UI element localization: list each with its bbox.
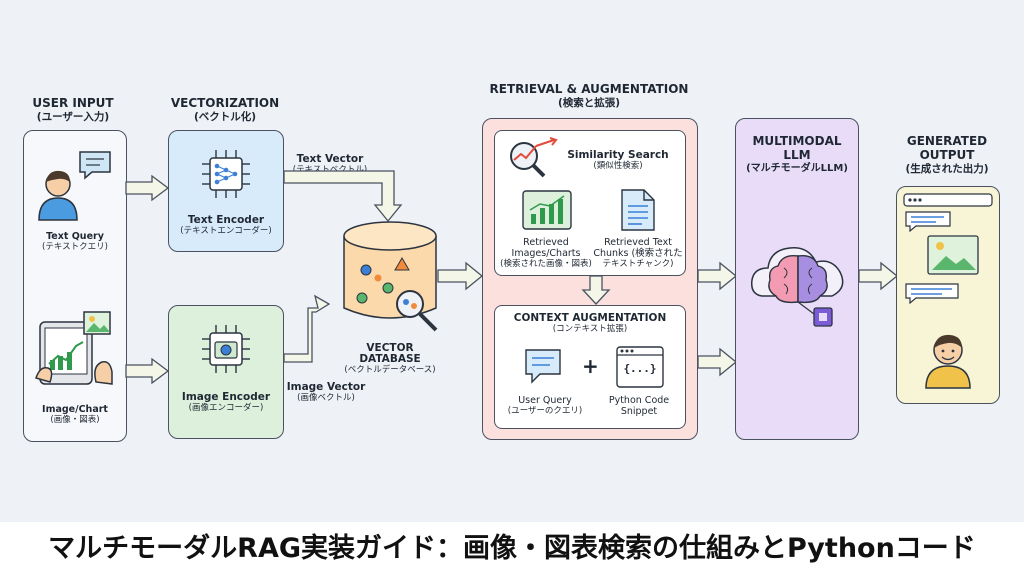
arrow-down-to-context <box>581 275 611 305</box>
assistant-avatar-icon <box>925 334 971 389</box>
retrieved-chart-icon <box>522 190 572 230</box>
vectorization-header: VECTORIZATION (ベクトル化) <box>160 96 290 124</box>
vector-database-label: VECTOR DATABASE (ベクトルデータベース) <box>330 343 450 376</box>
retrieval-title: RETRIEVAL & AUGMENTATION <box>489 82 689 96</box>
document-icon <box>621 189 655 231</box>
similarity-search-label: Similarity Search (類似性検索) <box>556 150 680 172</box>
plus-sign: + <box>582 354 599 378</box>
code-window-icon <box>616 346 664 388</box>
output-header: GENERATED OUTPUT (生成された出力) <box>888 134 1006 176</box>
arrow-db-to-retrieval <box>437 261 484 291</box>
text-query-title: Text Query <box>46 231 104 242</box>
retrieved-images-line1: Retrieved <box>523 237 569 248</box>
retrieved-text-line1: Retrieved Text <box>604 237 672 248</box>
vector-database-subtitle: (ベクトルデータベース) <box>344 365 436 375</box>
image-chart-title: Image/Chart <box>42 404 108 415</box>
image-encoder-label: Image Encoder (画像エンコーダー) <box>170 392 282 414</box>
image-encoder-title: Image Encoder <box>181 391 271 403</box>
arrow-retrieval-to-llm-bottom <box>697 347 738 377</box>
output-subtitle: (生成された出力) <box>905 163 989 175</box>
tablet-chart-icon <box>35 311 113 385</box>
user-query-label: User Query (ユーザーのクエリ) <box>500 395 590 417</box>
vector-database-icon <box>343 221 438 332</box>
neural-chip-icon <box>202 150 250 198</box>
user-query-subtitle: (ユーザーのクエリ) <box>507 406 583 416</box>
page-title: マルチモーダルRAG実装ガイド：画像・図表検索の仕組みとPythonコード <box>0 522 1024 576</box>
arrow-retrieval-to-llm-top <box>697 261 738 291</box>
llm-title-line1: MULTIMODAL <box>752 134 842 148</box>
retrieval-header: RETRIEVAL & AUGMENTATION (検索と拡張) <box>480 82 698 110</box>
retrieved-text-line2: Chunks (検索された <box>593 248 683 259</box>
vectorization-subtitle: (ベクトル化) <box>193 111 257 123</box>
retrieval-subtitle: (検索と拡張) <box>557 97 621 109</box>
similarity-search-subtitle: (類似性検索) <box>593 161 643 171</box>
chat-bubble-icon <box>79 151 111 180</box>
arrow-text-to-encoder <box>125 174 170 202</box>
text-query-label: Text Query (テキストクエリ) <box>26 231 124 253</box>
text-vector-label: Text Vector (テキストベクトル) <box>280 154 380 176</box>
output-chat-window-icon <box>903 193 993 305</box>
llm-title-line2: LLM <box>783 148 811 162</box>
output-title-line1: GENERATED <box>906 134 988 148</box>
python-code-line2: Snippet <box>620 406 658 417</box>
image-vector-label: Image Vector (画像ベクトル) <box>276 382 376 404</box>
camera-chip-icon <box>202 325 250 373</box>
text-encoder-title: Text Encoder <box>187 214 265 226</box>
user-input-title: USER INPUT <box>32 96 114 110</box>
vectorization-title: VECTORIZATION <box>170 96 280 110</box>
image-chart-label: Image/Chart (画像・図表) <box>26 404 124 426</box>
text-encoder-label: Text Encoder (テキストエンコーダー) <box>170 215 282 237</box>
similarity-search-title: Similarity Search <box>567 149 669 161</box>
user-input-header: USER INPUT (ユーザー入力) <box>18 96 128 124</box>
text-query-subtitle: (テキストクエリ) <box>42 242 108 252</box>
context-augmentation-subtitle: (コンテキスト拡張) <box>552 324 628 334</box>
user-input-subtitle: (ユーザー入力) <box>36 111 110 123</box>
arrow-llm-to-output <box>858 261 899 291</box>
image-chart-subtitle: (画像・図表) <box>50 415 100 425</box>
arrow-text-vector <box>283 170 403 223</box>
arrow-image-to-encoder <box>125 357 170 385</box>
brain-cloud-icon <box>750 247 844 327</box>
text-vector-subtitle: (テキストベクトル) <box>292 165 368 175</box>
context-augmentation-title: CONTEXT AUGMENTATION <box>513 312 667 324</box>
retrieved-images-subtitle: (検索された画像・図表) <box>500 259 592 269</box>
retrieved-text-line3: テキストチャンク) <box>602 259 674 269</box>
user-input-panel <box>23 130 127 442</box>
image-vector-title: Image Vector <box>286 381 366 393</box>
person-icon <box>38 170 78 221</box>
text-encoder-subtitle: (テキストエンコーダー) <box>180 226 272 236</box>
output-title-line2: OUTPUT <box>919 148 975 162</box>
llm-header: MULTIMODAL LLM (マルチモーダルLLM) <box>735 134 859 176</box>
retrieved-images-line2: Images/Charts <box>511 248 581 259</box>
code-glyph: {...} <box>623 362 657 375</box>
retrieved-images-label: Retrieved Images/Charts (検索された画像・図表) <box>496 237 596 270</box>
retrieved-text-label: Retrieved Text Chunks (検索された テキストチャンク) <box>590 237 686 270</box>
image-vector-subtitle: (画像ベクトル) <box>297 393 355 403</box>
llm-subtitle: (マルチモーダルLLM) <box>746 163 848 174</box>
vector-database-line2: DATABASE <box>359 353 421 365</box>
python-code-line1: Python Code <box>608 395 670 406</box>
context-augmentation-label: CONTEXT AUGMENTATION (コンテキスト拡張) <box>494 313 686 335</box>
image-encoder-subtitle: (画像エンコーダー) <box>188 403 264 413</box>
text-vector-title: Text Vector <box>296 153 364 165</box>
vector-database-line1: VECTOR <box>366 342 414 354</box>
similarity-search-icon <box>510 137 558 178</box>
python-code-label: Python Code Snippet <box>596 395 682 417</box>
user-query-title: User Query <box>518 395 572 406</box>
user-query-bubble-icon <box>525 349 561 384</box>
arrow-image-vector <box>283 294 331 363</box>
